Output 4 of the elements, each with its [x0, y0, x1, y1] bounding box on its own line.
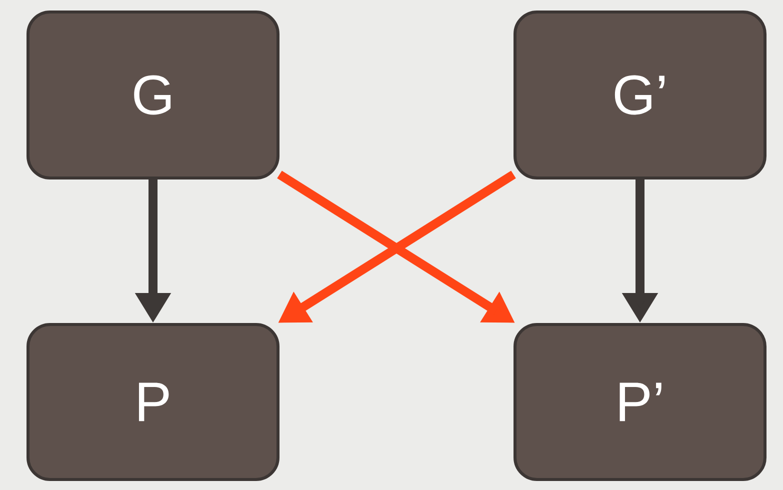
- node-box: P: [26, 322, 280, 481]
- node-box: G’: [514, 10, 766, 180]
- node-box: G: [26, 10, 280, 180]
- node-box: P’: [514, 322, 766, 481]
